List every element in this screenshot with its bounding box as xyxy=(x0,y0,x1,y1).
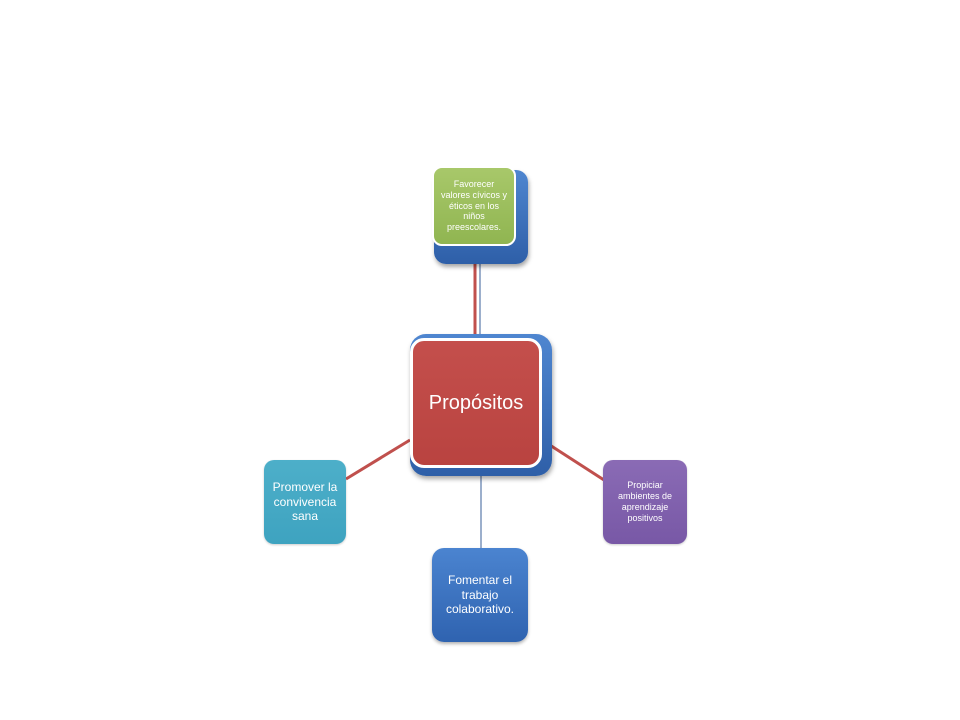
right-node-label: Propiciar ambientes de aprendizaje posit… xyxy=(617,480,673,523)
bottom-node-label: Fomentar el trabajo colaborativo. xyxy=(445,573,515,617)
right-node[interactable]: Propiciar ambientes de aprendizaje posit… xyxy=(603,460,687,544)
left-node[interactable]: Promover la convivencia sana xyxy=(264,460,346,544)
bottom-node[interactable]: Fomentar el trabajo colaborativo. xyxy=(432,548,528,642)
left-node-label: Promover la convivencia sana xyxy=(272,480,338,524)
center-node[interactable]: Propósitos xyxy=(410,338,542,468)
top-node-label: Favorecer valores cívicos y éticos en lo… xyxy=(440,179,508,233)
connector-left xyxy=(345,438,411,481)
connector-right xyxy=(541,438,605,482)
top-node[interactable]: Favorecer valores cívicos y éticos en lo… xyxy=(432,166,516,246)
center-node-label: Propósitos xyxy=(428,392,524,414)
